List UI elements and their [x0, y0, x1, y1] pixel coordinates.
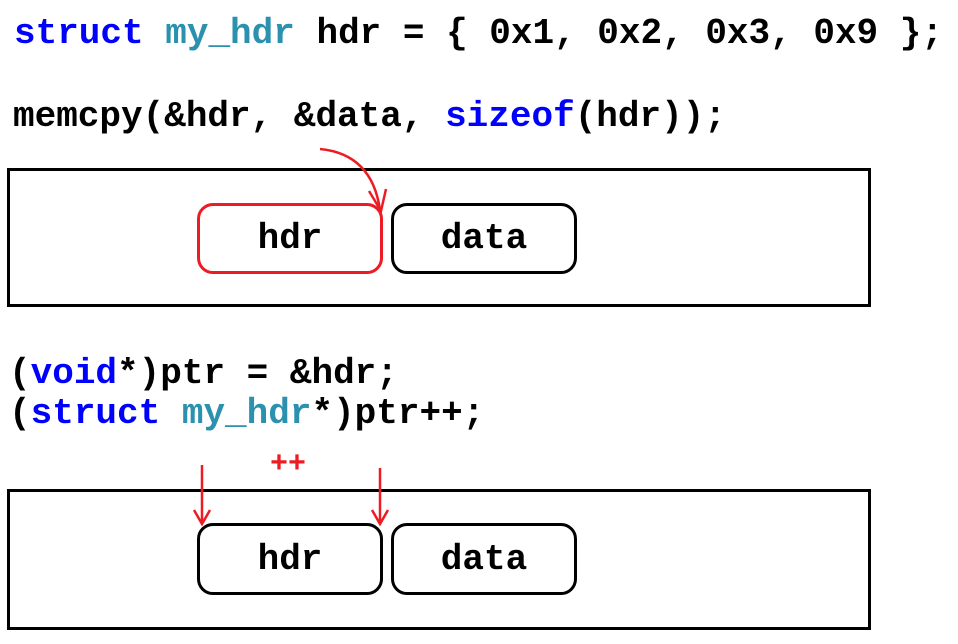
keyword: void [30, 353, 118, 394]
memory-frame-top [7, 168, 871, 307]
code-line-void-ptr: (void*)ptr = &hdr; [9, 354, 398, 394]
memcpy-arrowhead-icon [367, 188, 388, 215]
cell-label: hdr [257, 218, 323, 259]
memcpy-arrow-curve [319, 147, 382, 211]
cell-label: data [440, 218, 528, 259]
keyword: struct [30, 393, 161, 434]
code-line-struct-init: struct my_hdr hdr = { 0x1, 0x2, 0x3, 0x9… [14, 14, 943, 54]
code-text: *)ptr = &hdr; [117, 353, 398, 394]
hdr-cell-highlighted: hdr [197, 203, 383, 274]
keyword: sizeof [445, 96, 575, 137]
code-text: *)ptr++; [311, 393, 485, 434]
code-text: ( [9, 393, 31, 434]
keyword: struct [14, 13, 144, 54]
code-text: (hdr)); [574, 96, 726, 137]
memory-frame-bottom [7, 489, 871, 630]
code-text: hdr = { 0x1, 0x2, 0x3, 0x9 }; [294, 13, 943, 54]
arrowhead-icon [192, 509, 212, 527]
increment-label: ++ [270, 448, 307, 482]
arrowhead-icon [370, 509, 390, 527]
hdr-cell: hdr [197, 523, 383, 595]
code-text: memcpy(&hdr, &data, [13, 96, 446, 137]
code-line-struct-ptr-increment: (struct my_hdr*)ptr++; [9, 394, 484, 434]
data-cell: data [391, 523, 577, 595]
type-name: my_hdr [165, 13, 295, 54]
code-text: ( [9, 353, 31, 394]
cell-label: data [440, 538, 528, 580]
type-name: my_hdr [181, 393, 312, 434]
code-line-memcpy: memcpy(&hdr, &data, sizeof(hdr)); [13, 97, 726, 137]
cell-label: hdr [257, 538, 323, 580]
data-cell: data [391, 203, 577, 274]
